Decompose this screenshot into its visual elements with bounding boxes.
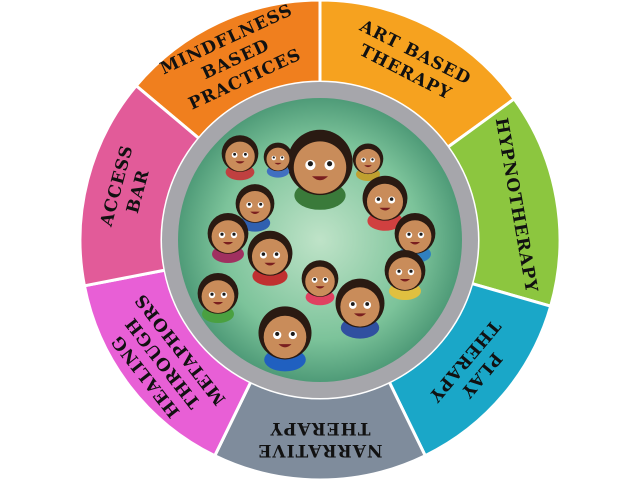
child-pupil — [407, 232, 411, 236]
child-face — [388, 257, 422, 290]
child-pupil — [397, 269, 401, 273]
child-pupil — [376, 197, 381, 201]
child-face — [293, 141, 347, 194]
child-pupil — [281, 156, 284, 159]
child-mouth — [264, 262, 276, 266]
child-mouth — [235, 161, 245, 164]
child-face — [366, 183, 404, 220]
child-mouth — [278, 344, 292, 348]
child-pupil — [259, 202, 263, 206]
child-face — [201, 280, 235, 313]
child-pupil — [274, 252, 279, 256]
child-face — [398, 220, 432, 254]
segment-label-line: NARRATIVE — [258, 440, 383, 460]
child-pupil — [210, 292, 214, 296]
child-pupil — [233, 152, 237, 156]
child-mouth — [274, 162, 282, 165]
child-face — [305, 266, 335, 297]
segment-label-line: THERAPY — [270, 418, 371, 438]
child-pupil — [327, 161, 333, 167]
child-face — [263, 315, 307, 359]
wheel-segments — [78, 0, 562, 480]
child-mouth — [315, 286, 325, 289]
child-mouth — [400, 279, 410, 282]
child-pupil — [307, 161, 313, 167]
child-mouth — [410, 242, 420, 245]
child-pupil — [261, 252, 266, 256]
child-pupil — [220, 232, 224, 236]
child-pupil — [389, 197, 394, 201]
child-mouth — [250, 211, 260, 215]
child-pupil — [419, 232, 423, 236]
child-face — [239, 190, 271, 223]
child-pupil — [222, 292, 226, 296]
child-face — [225, 141, 255, 172]
child-face — [340, 287, 380, 327]
child-pupil — [272, 156, 275, 159]
child-pupil — [243, 152, 247, 156]
child-pupil — [290, 331, 295, 337]
child-pupil — [247, 202, 251, 206]
child-pupil — [313, 277, 317, 281]
child-mouth — [379, 207, 391, 211]
child-pupil — [275, 331, 280, 337]
child-pupil — [365, 302, 370, 306]
child-pupil — [371, 158, 374, 161]
child-pupil — [350, 302, 355, 306]
child-face — [211, 220, 245, 254]
child-face — [251, 238, 289, 275]
child-pupil — [362, 158, 365, 161]
child-face — [266, 147, 290, 171]
child-face — [355, 148, 381, 174]
child-mouth — [312, 176, 328, 181]
child-mouth — [364, 165, 372, 168]
child-mouth — [213, 302, 223, 305]
child-pupil — [323, 277, 327, 281]
child-mouth — [354, 313, 366, 317]
child-mouth — [223, 242, 233, 245]
child-pupil — [232, 232, 236, 236]
child-pupil — [409, 269, 413, 273]
children-looking-up-icon — [197, 129, 436, 372]
